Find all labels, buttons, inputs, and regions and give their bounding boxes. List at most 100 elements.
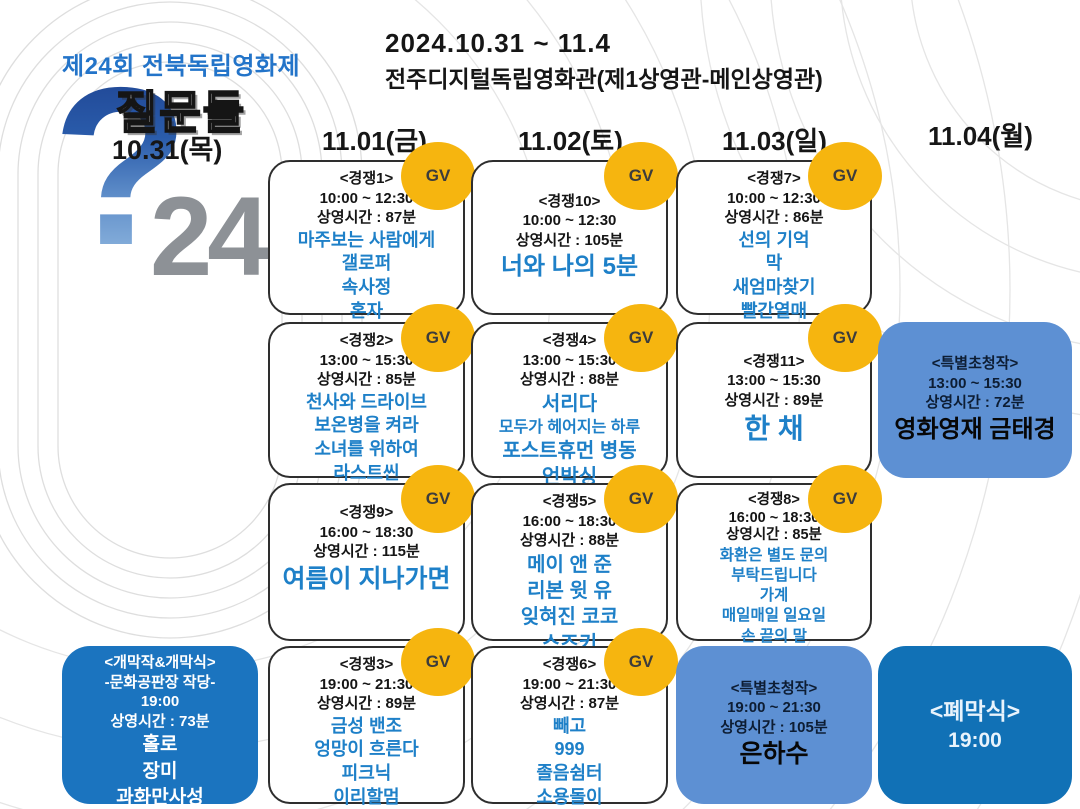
card-time: 10:00 ~ 12:30 <box>727 189 821 207</box>
schedule-card-special-invite-2: <특별초청작> 19:00 ~ 21:30 상영시간 : 105분 은하수 <box>676 646 872 804</box>
film-title: 소용돌이 <box>536 786 603 807</box>
card-time: 19:00 <box>140 693 180 710</box>
film-title: 졸음쉼터 <box>536 763 603 783</box>
film-title: 홀로 <box>142 734 178 755</box>
gv-badge: GV <box>604 304 678 372</box>
film-title: 화환은 별도 문의 <box>719 547 829 565</box>
film-list: 천사와 드라이브 보온병을 켜라 소녀를 위하여 라스트씬 <box>270 391 463 486</box>
card-runtime: 상영시간 : 105분 <box>720 718 828 736</box>
film-title: 속사정 <box>341 277 392 297</box>
card-runtime: 상영시간 : 86분 <box>724 209 824 226</box>
question-mark-logo: ? <box>52 40 190 292</box>
film-title: 가계 <box>759 587 789 605</box>
film-title: 금성 밴조 <box>330 715 403 736</box>
film-title: 혼자 <box>349 300 384 321</box>
card-runtime: 상영시간 : 89분 <box>724 391 824 409</box>
schedule-card-competition6: GV <경쟁6> 19:00 ~ 21:30 상영시간 : 87분 빼고 999… <box>471 628 678 807</box>
film-title: 소녀를 위하여 <box>314 439 419 459</box>
schedule-card-closing: <폐막식> 19:00 <box>878 646 1072 804</box>
card-runtime: 상영시간 : 88분 <box>519 532 619 549</box>
film-list: 은하수 <box>676 738 872 771</box>
gv-badge: GV <box>808 304 882 372</box>
column-header-1031: 10.31(목) <box>112 135 223 165</box>
card-section-title: <경쟁5> <box>542 493 597 510</box>
film-title: 너와 나의 5분 <box>500 253 639 281</box>
card-section-title: <경쟁1> <box>339 170 394 187</box>
column-header-1102: 11.02(토) <box>518 126 623 156</box>
card-section-title: <경쟁10> <box>538 192 601 210</box>
film-title: 리본 윗 유 <box>527 579 612 602</box>
film-list: 마주보는 사람에게 갤로퍼 속사정 혼자 <box>270 229 463 324</box>
film-list: 여름이 지나가면 <box>270 563 463 596</box>
card-runtime: 상영시간 : 105분 <box>515 231 624 249</box>
card-subtitle: -문화공판장 작당- <box>104 673 216 691</box>
film-title: 부탁드립니다 <box>731 567 817 585</box>
card-time: 19:00 ~ 21:30 <box>727 699 821 717</box>
film-title: 피크닉 <box>341 763 392 783</box>
gv-badge: GV <box>604 142 678 210</box>
card-runtime: 상영시간 : 88분 <box>519 371 619 388</box>
film-title: 갤로퍼 <box>341 253 392 274</box>
card-time: 13:00 ~ 15:30 <box>319 351 414 369</box>
film-list: 화환은 별도 문의 부탁드립니다 가계 매일매일 일요일 손 끝의 말 <box>678 546 870 647</box>
card-runtime: 상영시간 : 72분 <box>925 394 1025 412</box>
logo-title-word: 질문들 <box>115 86 247 139</box>
card-time: 10:00 ~ 12:30 <box>522 212 617 230</box>
film-title: 999 <box>554 739 585 760</box>
film-title: 라스트씬 <box>333 462 400 483</box>
film-list: 홀로 장미 과화만사성 <box>62 732 258 809</box>
column-header-1104: 11.04(월) <box>928 121 1033 151</box>
film-list: 선의 기억 막 새엄마찾기 빨간열매 <box>678 229 870 324</box>
schedule-card-competition10: GV <경쟁10> 10:00 ~ 12:30 상영시간 : 105분 너와 나… <box>471 142 678 315</box>
card-section-title: <특별초청작> <box>931 355 1019 373</box>
festival-date-range: 2024.10.31 ~ 11.4 <box>385 28 611 58</box>
schedule-card-opening: <개막작&개막식> -문화공판장 작당- 19:00 상영시간 : 73분 홀로… <box>62 646 258 808</box>
film-title: 잊혀진 코코 <box>520 606 619 629</box>
film-title: 은하수 <box>739 740 809 769</box>
schedule-card-competition1: GV <경쟁1> 10:00 ~ 12:30 상영시간 : 87분 마주보는 사… <box>268 142 475 321</box>
gv-badge: GV <box>401 142 475 210</box>
card-runtime: 상영시간 : 85분 <box>726 527 822 544</box>
schedule-card-competition11: GV <경쟁11> 13:00 ~ 15:30 상영시간 : 89분 한 채 <box>676 304 882 478</box>
card-section-title: <폐막식> <box>929 698 1021 725</box>
film-list: 너와 나의 5분 <box>473 251 666 283</box>
film-title: 빨간열매 <box>740 300 808 321</box>
card-section-title: <경쟁2> <box>339 332 394 349</box>
film-title: 빼고 <box>552 715 587 736</box>
card-runtime: 상영시간 : 85분 <box>316 371 416 388</box>
film-title: 엉망이 흐른다 <box>314 739 419 760</box>
film-list: 빼고 999 졸음쉼터 소용돌이 <box>473 715 666 809</box>
gv-badge: GV <box>604 465 678 533</box>
film-title: 천사와 드라이브 <box>306 391 427 412</box>
film-title: 보온병을 켜라 <box>314 415 419 436</box>
card-runtime: 상영시간 : 89분 <box>316 695 416 712</box>
card-time: 13:00 ~ 15:30 <box>727 372 821 390</box>
film-title: 모두가 헤어지는 하루 <box>498 418 641 436</box>
gv-badge: GV <box>604 628 678 696</box>
schedule-card-competition7: GV <경쟁7> 10:00 ~ 12:30 상영시간 : 86분 선의 기억 … <box>676 142 882 321</box>
card-time: 16:00 ~ 18:30 <box>522 512 617 530</box>
schedule-card-competition5: GV <경쟁5> 16:00 ~ 18:30 상영시간 : 88분 메이 앤 준… <box>471 465 678 655</box>
card-time: 19:00 ~ 21:30 <box>319 675 414 693</box>
card-runtime: 상영시간 : 115분 <box>313 543 420 560</box>
gv-badge: GV <box>401 304 475 372</box>
venue-name: 전주디지털독립영화관(제1상영관-메인상영관) <box>385 66 823 92</box>
card-runtime: 상영시간 : 73분 <box>110 712 210 730</box>
card-runtime: 상영시간 : 87분 <box>316 209 416 226</box>
film-title: 여름이 지나가면 <box>282 564 451 593</box>
gv-badge: GV <box>808 465 882 533</box>
film-title: 마주보는 사람에게 <box>297 229 436 250</box>
gv-badge: GV <box>401 465 475 533</box>
card-section-title: <특별초청작> <box>730 679 818 697</box>
card-section-title: <경쟁3> <box>339 656 394 673</box>
schedule-card-competition4: GV <경쟁4> 13:00 ~ 15:30 상영시간 : 88분 서리다 모두… <box>471 304 678 488</box>
gv-badge: GV <box>401 628 475 696</box>
film-title: 포스트휴먼 병동 <box>502 440 637 462</box>
schedule-card-competition9: GV <경쟁9> 16:00 ~ 18:30 상영시간 : 115분 여름이 지… <box>268 465 475 641</box>
film-list: 서리다 모두가 헤어지는 하루 포스트휴먼 병동 언박싱 <box>473 391 666 491</box>
card-time: 19:00 <box>948 729 1002 753</box>
card-section-title: <경쟁11> <box>743 352 805 370</box>
card-time: 13:00 ~ 15:30 <box>928 374 1022 392</box>
schedule-card-special-invite-1: <특별초청작> 13:00 ~ 15:30 상영시간 : 72분 영화영재 금태… <box>878 322 1072 478</box>
